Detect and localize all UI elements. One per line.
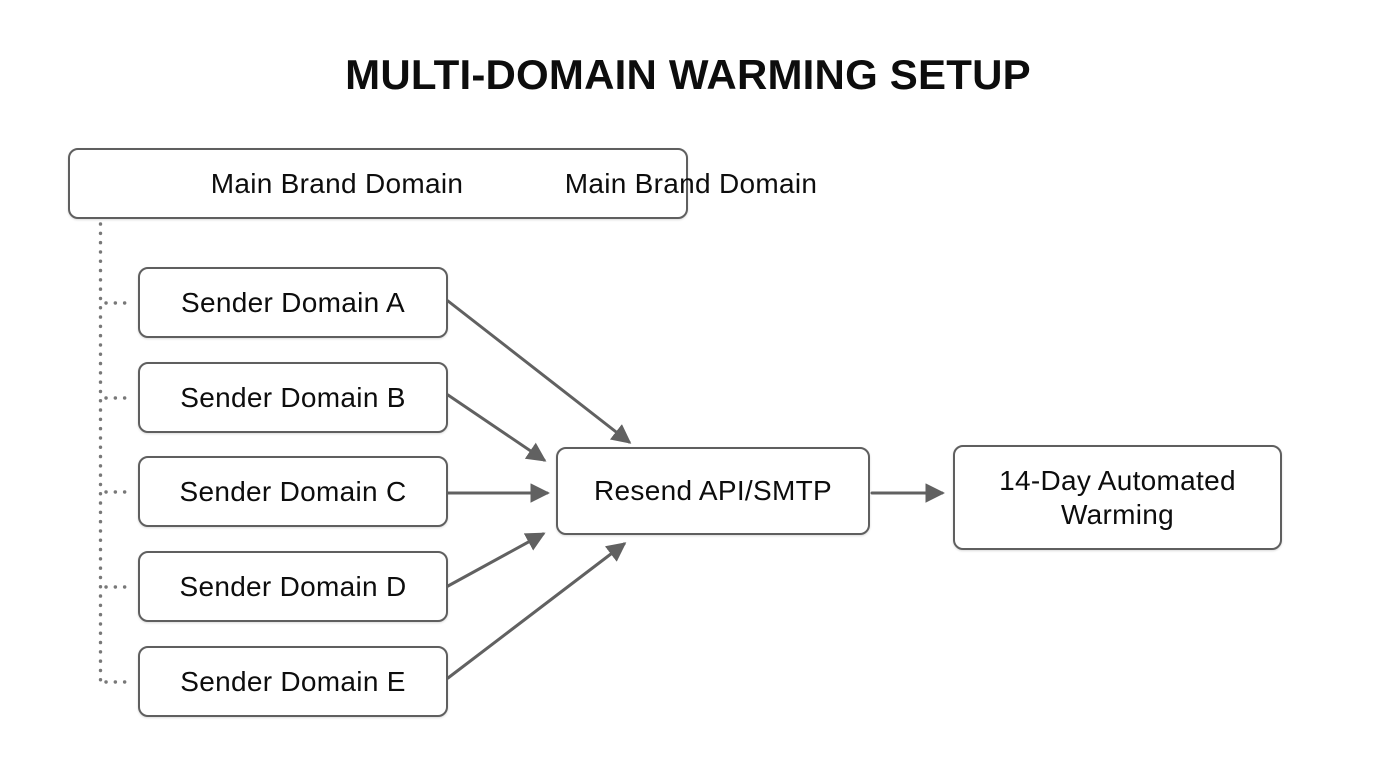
node-sender-domain-b: Sender Domain B xyxy=(138,362,448,433)
arrow-sender-a-to-resend xyxy=(446,299,632,444)
node-main-brand-domain: Main Brand Domain Main Brand Domain xyxy=(68,148,817,219)
arrow-sender-e-to-resend xyxy=(446,542,627,680)
sender-domain-b-label: Sender Domain B xyxy=(180,381,406,413)
node-resend-api-smtp: Resend API/SMTP xyxy=(556,447,870,535)
resend-api-smtp-label: Resend API/SMTP xyxy=(594,475,832,506)
sender-domain-d-label: Sender Domain D xyxy=(179,570,407,602)
sender-domain-a-label: Sender Domain A xyxy=(181,286,405,318)
main-brand-domain-label: Main Brand Domain xyxy=(210,167,464,199)
diagram-title: MULTI-DOMAIN WARMING SETUP xyxy=(345,51,1031,98)
sender-domain-c-label: Sender Domain C xyxy=(179,475,407,507)
arrow-sender-d-to-resend xyxy=(446,532,546,588)
arrow-sender-b-to-resend xyxy=(446,393,547,462)
node-sender-domain-c: Sender Domain C xyxy=(138,456,448,527)
warming-label: 14-Day Automated Warming xyxy=(999,464,1236,530)
node-sender-domain-d: Sender Domain D xyxy=(138,551,448,622)
node-14-day-automated-warming: 14-Day Automated Warming xyxy=(953,445,1282,550)
main-brand-domain-overflow-label: Main Brand Domain xyxy=(564,167,818,199)
node-sender-domain-e: Sender Domain E xyxy=(138,646,448,717)
node-sender-domain-a: Sender Domain A xyxy=(138,267,448,338)
sender-domain-e-label: Sender Domain E xyxy=(180,665,406,697)
